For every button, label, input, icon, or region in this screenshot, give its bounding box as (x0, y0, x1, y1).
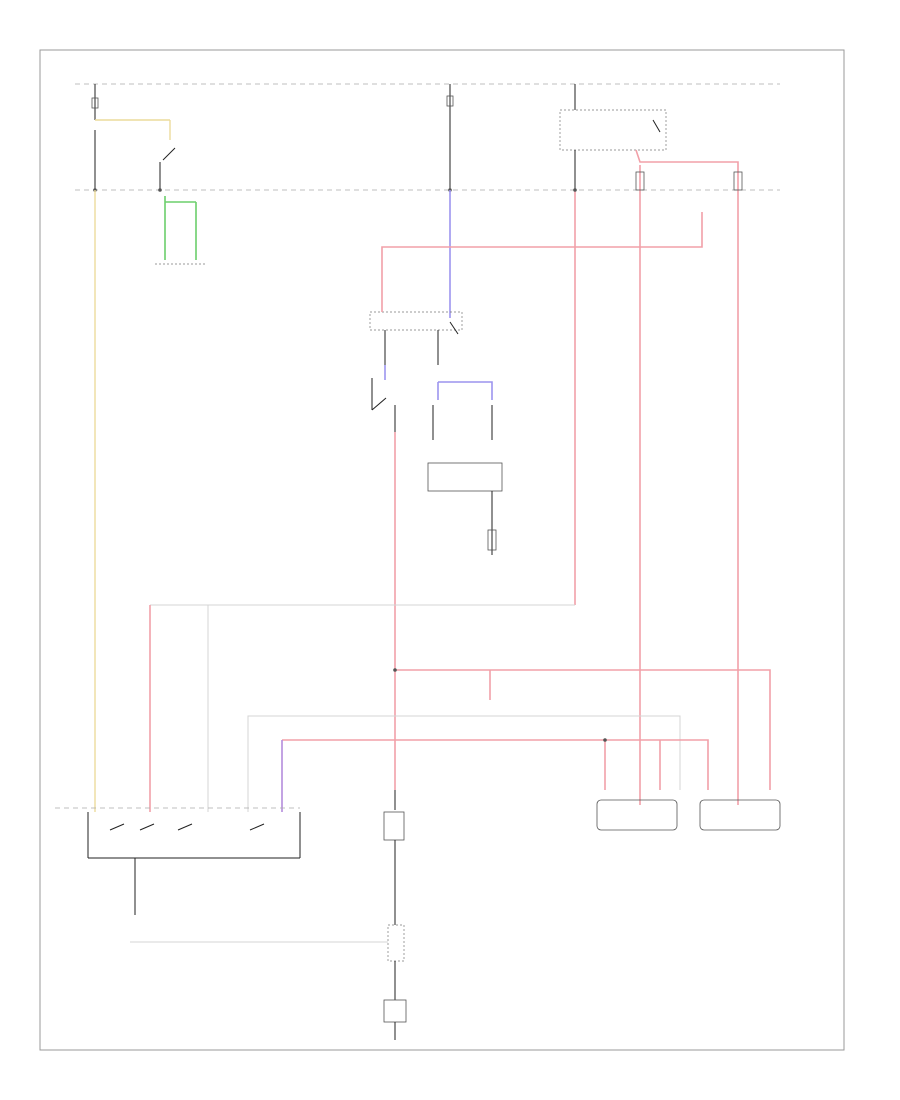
center-relay (369, 311, 463, 380)
left-fuse-circuit (91, 84, 176, 192)
gray-cross-wires (150, 604, 681, 812)
top-right-red-feeds (635, 149, 743, 805)
lower-red-bus (149, 605, 771, 812)
bottom-left-switch-panel (55, 807, 388, 943)
bottom-right-lamps (596, 799, 781, 831)
bottom-center-components (383, 790, 407, 1040)
center-fuse-feed (446, 84, 454, 318)
center-lower-switches (371, 378, 503, 555)
green-connector-wires (155, 196, 205, 265)
red-relay-feed (381, 190, 703, 605)
top-right-relay (559, 84, 667, 192)
diagram-frame (39, 49, 845, 1051)
